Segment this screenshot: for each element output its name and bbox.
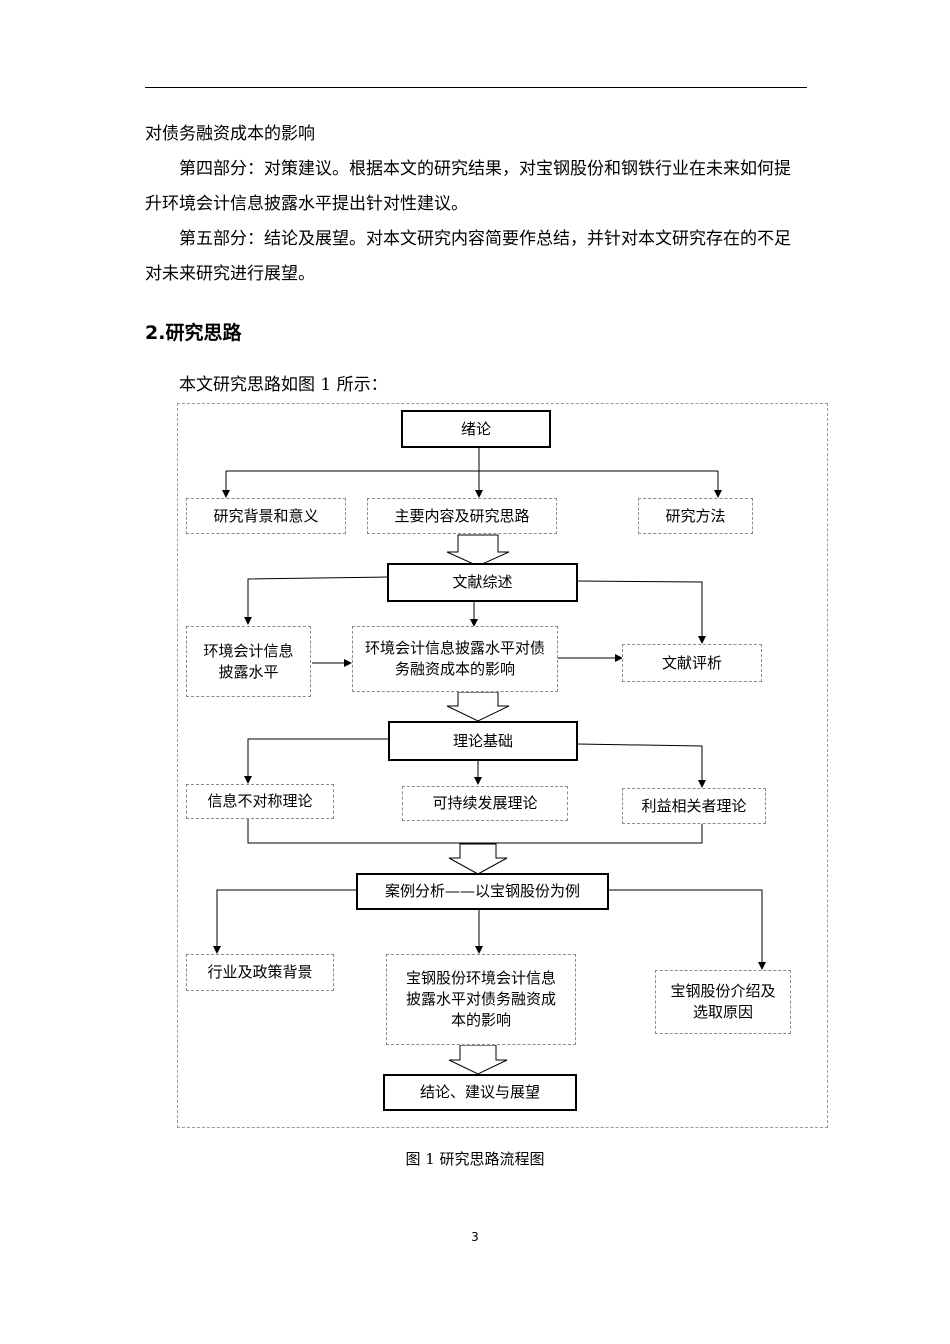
paragraph-part-four: 第四部分：对策建议。根据本文的研究结果，对宝钢股份和钢铁行业在未来如何提升环境会… <box>145 152 807 222</box>
box-asymmetry: 信息不对称理论 <box>186 784 334 819</box>
section-heading: 2.研究思路 <box>145 322 242 344</box>
box-introduction: 绪论 <box>401 410 551 448</box>
box-baosteel-effect: 宝钢股份环境会计信息披露水平对债务融资成本的影响 <box>386 954 576 1045</box>
box-background: 研究背景和意义 <box>186 498 346 534</box>
section-intro-text: 本文研究思路如图 1 所示： <box>179 375 388 395</box>
box-theory: 理论基础 <box>388 721 578 761</box>
box-stakeholder: 利益相关者理论 <box>622 788 766 824</box>
figure-frame <box>177 403 828 1128</box>
box-method: 研究方法 <box>638 498 753 534</box>
box-literature: 文献综述 <box>387 563 578 602</box>
box-conclusion: 结论、建议与展望 <box>383 1074 577 1111</box>
figure-caption: 图 1 研究思路流程图 <box>405 1150 545 1168</box>
paragraph-part-five-text: 第五部分：结论及展望。对本文研究内容简要作总结，并针对本文研究存在的不足对未来研… <box>145 229 791 284</box>
section-intro: 本文研究思路如图 1 所示： <box>145 368 807 403</box>
box-env-cost: 环境会计信息披露水平对债务融资成本的影响 <box>352 626 558 692</box>
box-baosteel-intro: 宝钢股份介绍及选取原因 <box>655 970 791 1034</box>
paragraph-part-five: 第五部分：结论及展望。对本文研究内容简要作总结，并针对本文研究存在的不足对未来研… <box>145 222 807 292</box>
box-env-level: 环境会计信息披露水平 <box>186 626 311 697</box>
paragraph-continuation: 对债务融资成本的影响 <box>145 124 315 144</box>
header-rule <box>145 87 807 88</box>
page-number: 3 <box>471 1230 479 1244</box>
box-content: 主要内容及研究思路 <box>367 498 557 534</box>
box-lit-review: 文献评析 <box>622 644 762 682</box>
box-sustainable: 可持续发展理论 <box>402 786 568 821</box>
box-case-analysis: 案例分析——以宝钢股份为例 <box>356 873 609 910</box>
paragraph-part-four-text: 第四部分：对策建议。根据本文的研究结果，对宝钢股份和钢铁行业在未来如何提升环境会… <box>145 159 791 214</box>
box-industry: 行业及政策背景 <box>186 954 334 991</box>
